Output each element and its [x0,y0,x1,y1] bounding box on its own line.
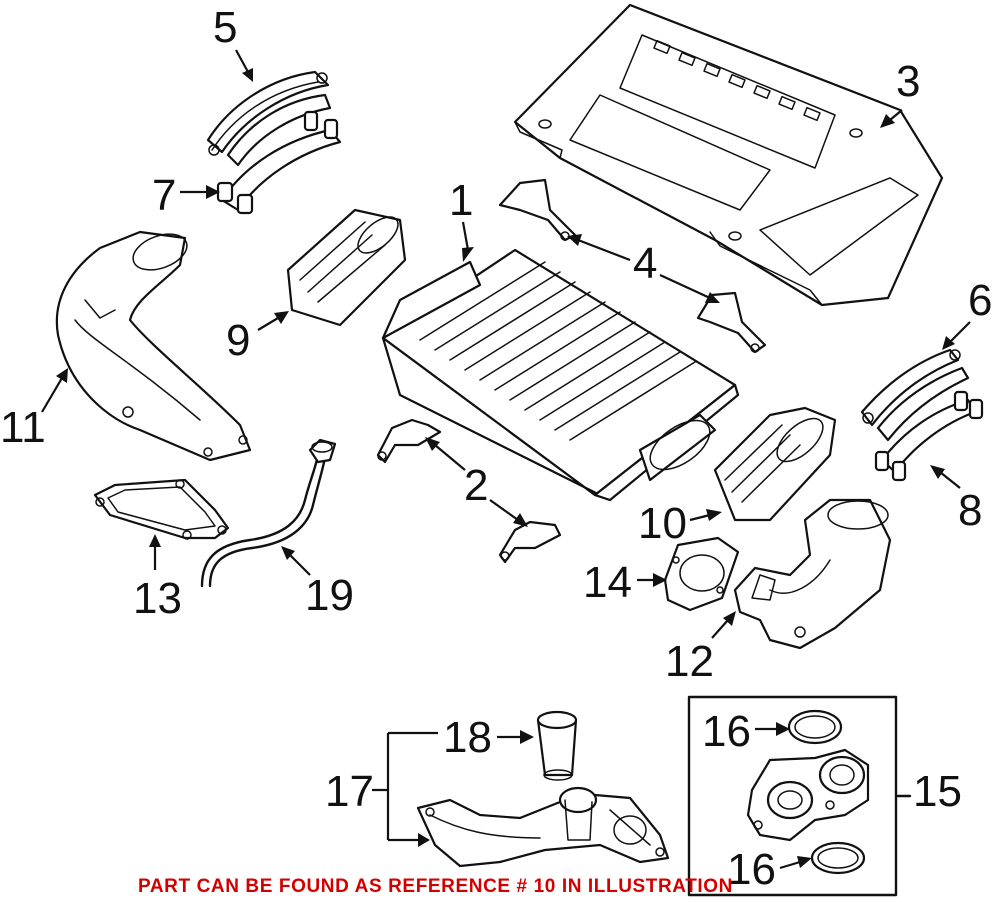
callout-15: 15 [913,767,962,816]
part-3-engine-cover [513,3,944,307]
part-11-air-duct [55,230,252,462]
part-12-elbow [733,498,892,650]
callout-16-top: 16 [702,707,751,756]
callout-9: 9 [226,316,250,365]
part-1-intercooler [381,248,740,502]
callout-4: 4 [633,239,657,288]
callout-3: 3 [896,57,920,106]
part-4-brackets [498,178,767,354]
part-16-o-ring-bottom [810,841,866,875]
callout-7: 7 [152,171,176,220]
callout-11: 11 [0,403,46,452]
callout-5: 5 [213,3,237,52]
reference-note: PART CAN BE FOUND AS REFERENCE # 10 IN I… [138,876,733,897]
callout-13: 13 [133,574,182,623]
callout-6: 6 [968,276,992,325]
part-7-clamp [216,110,342,215]
part-15-throttle-body-box [687,695,912,897]
part-13-gasket [93,478,230,540]
part-14-gasket [663,536,740,612]
callout-12: 12 [665,637,714,686]
part-19-vacuum-hose [200,438,337,588]
callout-10: 10 [638,499,687,548]
part-16-o-ring-top [787,709,843,745]
callout-18: 18 [443,713,492,762]
callout-8: 8 [958,486,982,535]
part-10-hose [713,406,837,522]
callout-19: 19 [305,571,354,620]
callout-16-bottom: 16 [727,845,776,894]
part-6-clamp [860,348,970,442]
part-15-throttle-body [746,748,870,842]
part-2-brackets [376,418,562,564]
part-17-intake-pipe [416,786,670,868]
callout-1: 1 [449,176,473,225]
callout-17: 17 [325,767,374,816]
callout-14: 14 [583,558,632,607]
callout-2: 2 [464,461,488,510]
part-8-clamp [874,390,984,482]
leader-lines [41,49,971,870]
part-18-sleeve [536,710,578,781]
callout-numbers: 1 2 3 4 5 6 7 8 9 10 11 12 13 14 15 16 1… [0,3,992,894]
part-9-hose [286,208,407,327]
